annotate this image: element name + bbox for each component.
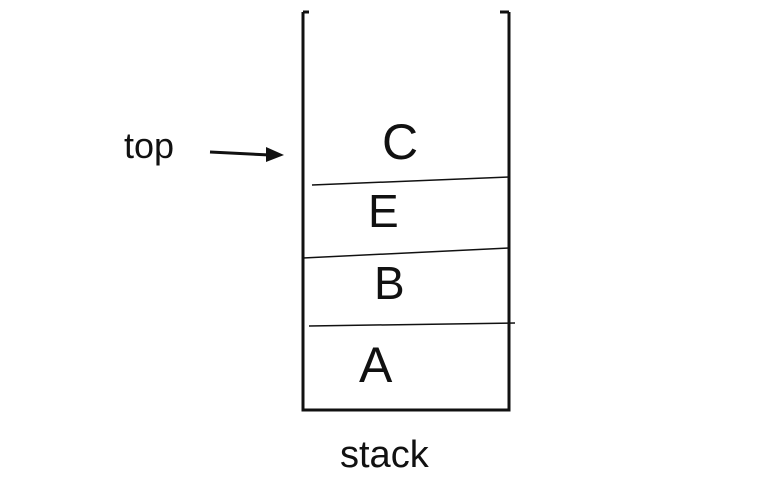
stack-container — [301, 12, 511, 412]
stack-item-e: E — [368, 185, 399, 237]
divider-2 — [302, 247, 510, 259]
stack-item-c: C — [382, 114, 419, 170]
arrow-icon — [209, 147, 284, 162]
stack-caption: stack — [340, 434, 429, 476]
divider-1 — [311, 176, 510, 186]
stack-item-a: A — [359, 337, 393, 393]
divider-3 — [308, 322, 516, 327]
stack-item-b: B — [374, 257, 405, 309]
top-pointer-label: top — [124, 125, 175, 166]
